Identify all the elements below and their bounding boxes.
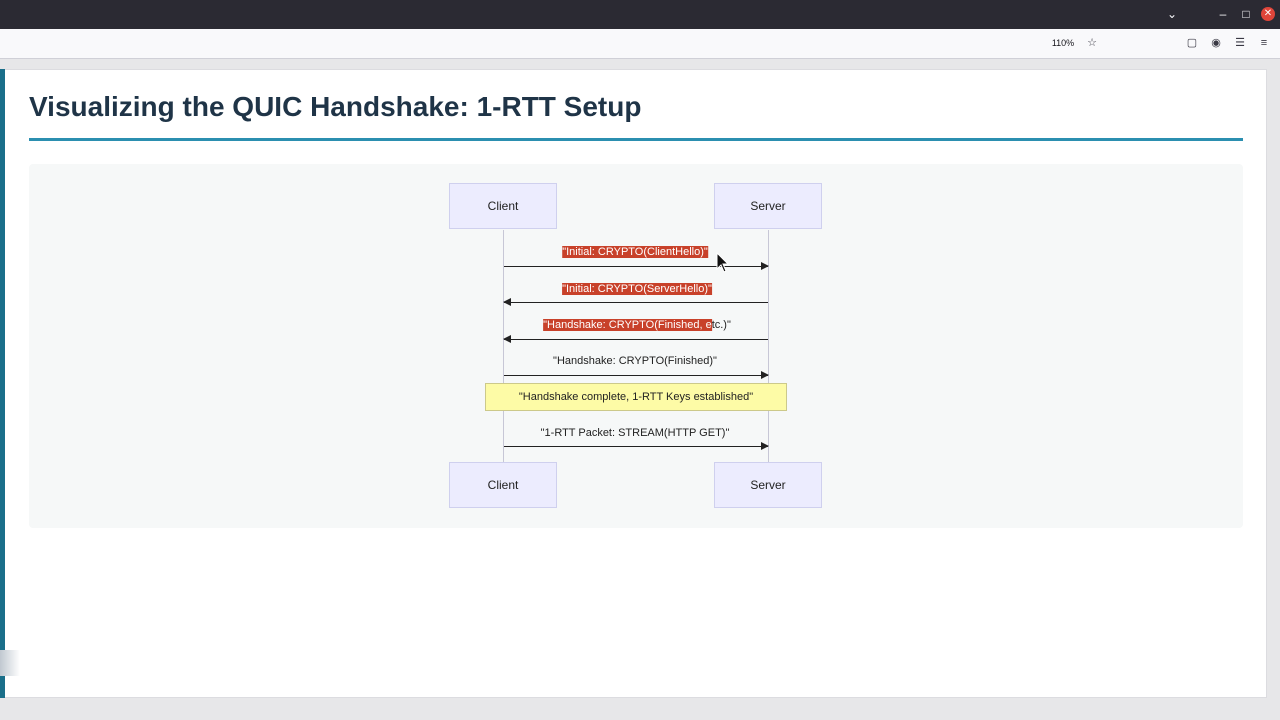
pocket-icon[interactable]: ▢	[1186, 37, 1198, 49]
maximize-icon[interactable]: □	[1242, 7, 1250, 21]
sequence-diagram	[29, 164, 1243, 528]
title-divider	[29, 138, 1243, 141]
message-label-handshake-finished-etc: "Handshake: CRYPTO(Finished, etc.)"	[543, 318, 731, 332]
note-handshake-complete: "Handshake complete, 1-RTT Keys establis…	[485, 383, 787, 411]
arrow-client-to-server	[504, 371, 769, 379]
message-label-client-hello: "Initial: CRYPTO(ClientHello)"	[562, 245, 708, 259]
extensions-icon[interactable]: ☰	[1235, 37, 1245, 49]
minimize-icon[interactable]: –	[1219, 7, 1227, 21]
mouse-cursor-icon	[716, 252, 730, 273]
highlighted-text: "Initial: CRYPTO(ClientHello)"	[562, 246, 708, 258]
left-accent-bar	[0, 69, 5, 698]
unhighlighted-text: tc.)"	[711, 319, 731, 331]
zoom-level-indicator[interactable]: 110%	[1051, 38, 1075, 48]
account-icon[interactable]: ◉	[1211, 37, 1221, 49]
menu-icon[interactable]: ≡	[1260, 37, 1268, 49]
actor-client-bottom: Client	[449, 462, 557, 508]
arrow-client-to-server	[504, 262, 769, 270]
browser-toolbar	[0, 29, 1280, 59]
close-icon[interactable]: ✕	[1261, 7, 1275, 21]
arrow-server-to-client	[503, 298, 768, 306]
actor-server-bottom: Server	[714, 462, 822, 508]
server-lifeline	[768, 230, 769, 462]
actor-server-top: Server	[714, 183, 822, 229]
page-title: Visualizing the QUIC Handshake: 1-RTT Se…	[29, 91, 642, 122]
chevron-down-icon[interactable]: ⌄	[1166, 7, 1178, 21]
arrow-server-to-client	[503, 335, 768, 343]
message-label-handshake-finished: "Handshake: CRYPTO(Finished)"	[553, 355, 717, 367]
highlighted-text: "Initial: CRYPTO(ServerHello)"	[562, 283, 712, 295]
bookmark-star-icon[interactable]: ☆	[1087, 37, 1097, 49]
actor-client-top: Client	[449, 183, 557, 229]
arrow-client-to-server	[504, 442, 769, 450]
side-panel-handle[interactable]	[0, 650, 20, 676]
message-label-server-hello: "Initial: CRYPTO(ServerHello)"	[562, 282, 712, 296]
message-label-http-get: "1-RTT Packet: STREAM(HTTP GET)"	[540, 427, 730, 439]
client-lifeline	[503, 230, 504, 462]
browser-titlebar: ⌄ – □ ✕	[0, 0, 1280, 29]
highlighted-text: "Handshake: CRYPTO(Finished, e	[543, 319, 712, 331]
